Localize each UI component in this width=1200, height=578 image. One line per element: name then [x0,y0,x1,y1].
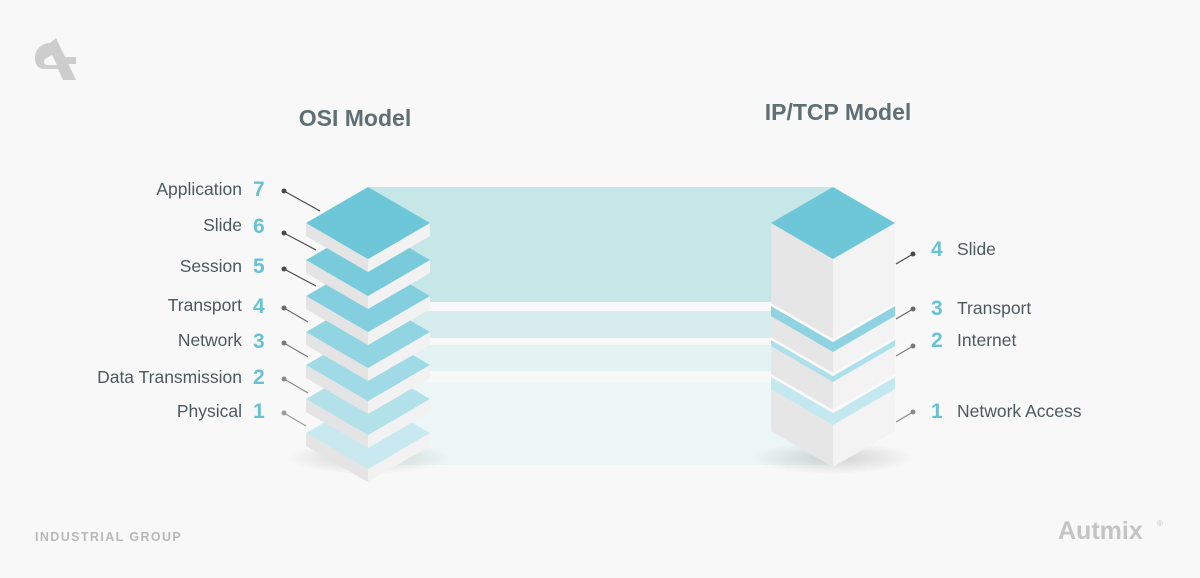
band-application-to-slide [368,187,832,302]
tcp-title: IP/TCP Model [765,99,912,125]
tcp-layer-stack [771,187,895,467]
tcp-layer-number: 1 [931,400,943,423]
osi-layer-number: 3 [253,330,265,353]
tcp-block-top-face [771,187,895,259]
band-network-to-internet [368,345,832,371]
osi-layer-name: Data Transmission [97,367,242,387]
osi-label-5: Session 5 [180,255,265,278]
tcp-layer-band [771,377,895,425]
footer-company-text: INDUSTRIAL GROUP [35,530,182,544]
tcp-label-4: 4 Slide [931,238,996,261]
osi-label-3: Network 3 [178,330,265,353]
layer-mapping-bands [368,187,832,465]
osi-layer-name: Slide [203,215,242,235]
osi-layer-name: Physical [177,401,242,421]
osi-layer-labels: Application 7 Slide 6 Session 5 Transpor… [97,178,265,423]
osi-label-2: Data Transmission 2 [97,366,265,389]
osi-label-6: Slide 6 [203,215,265,238]
band-physical-to-network-access [368,382,832,465]
osi-layer-number: 2 [253,366,265,389]
osi-layer-name: Network [178,330,242,350]
osi-layer-number: 6 [253,215,265,238]
tcp-label-2: 2 Internet [931,329,1016,352]
tcp-layer-band [771,306,895,352]
tcp-layer-name: Internet [957,330,1016,350]
osi-title: OSI Model [299,105,411,131]
osi-layer-number: 1 [253,400,265,423]
osi-layer-stack [306,187,430,482]
tcp-label-1: 1 Network Access [931,400,1082,423]
osi-layer-number: 5 [253,255,265,278]
osi-layer-number: 4 [253,295,265,318]
footer-brand-registered-mark: ® [1157,519,1163,528]
tcp-layer-number: 4 [931,238,943,261]
band-transport-to-transport [368,311,832,338]
osi-label-7: Application 7 [156,178,264,201]
tcp-layer-labels: 4 Slide 3 Transport 2 Internet 1 Network… [931,238,1082,423]
tcp-layer-name: Slide [957,239,996,259]
tcp-layer-name: Network Access [957,401,1082,421]
osi-layer-slab [306,187,430,272]
osi-label-1: Physical 1 [177,400,265,423]
osi-layer-name: Application [156,179,242,199]
footer-brand-logo: Autmix [1058,517,1143,545]
brand-glyph-icon [35,38,76,80]
tcp-leader-lines [895,251,916,423]
osi-layer-name: Transport [168,295,242,315]
tcp-label-3: 3 Transport [931,297,1031,320]
osi-label-4: Transport 4 [168,295,265,318]
osi-layer-name: Session [180,256,242,276]
tcp-layer-name: Transport [957,298,1031,318]
tcp-layer-number: 3 [931,297,943,320]
osi-leader-lines [281,188,321,427]
osi-layer-number: 7 [253,178,265,201]
tcp-layer-number: 2 [931,329,943,352]
